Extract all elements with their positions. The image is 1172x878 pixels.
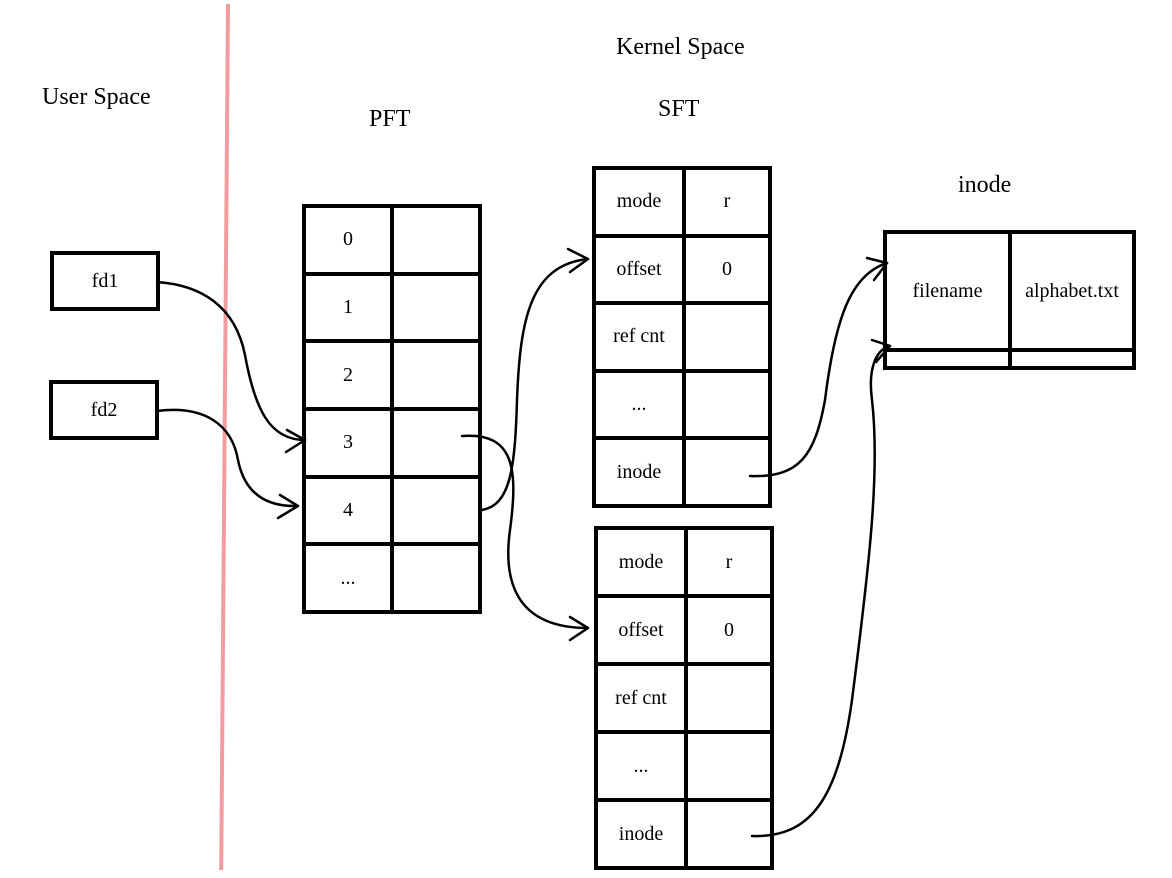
arrow-pft3-to-sft2 [460, 434, 590, 630]
pft-cell-key: 0 [302, 204, 394, 276]
arrow-sft1-to-inode [748, 261, 889, 478]
inode-cell-key: filename [883, 229, 1012, 353]
arrow-fd1-to-pft3 [155, 280, 307, 442]
pft-cell-key: 2 [302, 339, 394, 411]
fd2-label: fd2 [90, 398, 118, 421]
pft-cell-key: 4 [302, 474, 394, 547]
sft1-cell-value: 0 [682, 233, 772, 306]
arrow-pft4-to-sft1 [480, 257, 590, 512]
pft-cell-key: 3 [302, 406, 394, 479]
sft1-cell-key: mode [592, 166, 686, 238]
user-space-label: User Space [42, 84, 151, 110]
pft-cell-value [390, 339, 482, 411]
sft1-cell-value [682, 436, 772, 508]
sft1-cell-value: r [682, 166, 772, 238]
arrowhead-sft1 [865, 256, 889, 282]
sft1-cell-key: ... [592, 368, 686, 441]
sft1-cell-key: offset [592, 233, 686, 306]
sft2-row: ref cnt [594, 662, 774, 734]
inode-label: inode [958, 172, 1012, 198]
sft1-row: inode [592, 436, 772, 508]
sft2-cell-value [684, 798, 774, 870]
pft-row: 1 [302, 271, 482, 344]
arrow-sft2-to-inode [750, 344, 892, 838]
arrowhead-fd1 [284, 428, 307, 454]
sft2-cell-value: 0 [684, 594, 774, 666]
pft-cell-key: ... [302, 542, 394, 614]
inode-cell-value [1008, 348, 1136, 370]
pft-row: 0 [302, 204, 482, 276]
sft1-cell-value [682, 368, 772, 441]
sft2-cell-key: ref cnt [594, 662, 688, 734]
inode-cell-key [883, 348, 1012, 370]
arrowhead-pft4 [566, 247, 590, 274]
sft1-cell-value [682, 301, 772, 373]
sft1-cell-key: inode [592, 436, 686, 508]
sft-label: SFT [658, 96, 700, 122]
pft-cell-key: 1 [302, 271, 394, 344]
inode-row [883, 348, 1136, 370]
pft-cell-value [390, 474, 482, 547]
pft-cell-value [390, 271, 482, 344]
sft2-cell-key: offset [594, 594, 688, 666]
pft-row: 4 [302, 474, 482, 547]
fd1-label: fd1 [91, 269, 119, 292]
pft-row: ... [302, 542, 482, 614]
pft-cell-value [390, 542, 482, 614]
pft-cell-value [390, 204, 482, 276]
pft-cell-value [390, 406, 482, 479]
sft2-cell-value [684, 662, 774, 734]
sft2-row: inode [594, 798, 774, 870]
fd1-box: fd1 [50, 251, 160, 311]
sft1-row: ref cnt [592, 301, 772, 373]
inode-cell-value: alphabet.txt [1008, 229, 1136, 353]
pft-row: 2 [302, 339, 482, 411]
pft-row: 3 [302, 406, 482, 479]
arrow-fd2-to-pft4 [155, 408, 300, 508]
kernel-space-label: Kernel Space [616, 34, 745, 60]
arrowhead-pft3 [568, 615, 590, 642]
sft2-cell-key: mode [594, 526, 688, 598]
sft1-cell-key: ref cnt [592, 301, 686, 373]
arrowhead-fd2 [276, 493, 300, 520]
pft-label: PFT [369, 106, 411, 132]
sft2-cell-key: inode [594, 798, 688, 870]
sft2-cell-value [684, 730, 774, 802]
sft2-row: ... [594, 730, 774, 802]
sft2-cell-key: ... [594, 730, 688, 802]
sft2-cell-value: r [684, 526, 774, 598]
sft1-row: ... [592, 368, 772, 441]
arrowhead-sft2 [870, 338, 892, 364]
